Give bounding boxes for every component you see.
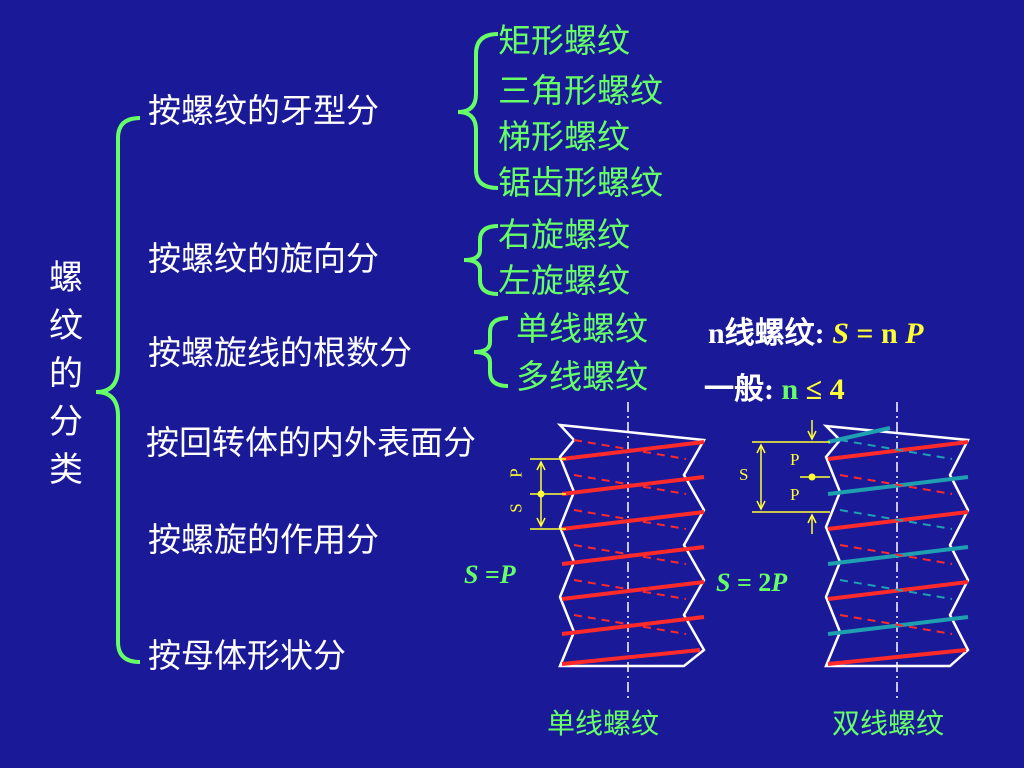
category-direction: 按螺纹的旋向分: [148, 239, 379, 278]
item-trapezoidal-thread: 梯形螺纹: [498, 117, 630, 156]
category-base-shape: 按母体形状分: [148, 636, 346, 675]
item-buttress-thread: 锯齿形螺纹: [498, 163, 663, 202]
formula-general: 一般: n ≤ 4: [704, 364, 845, 408]
double-relation-P: P: [771, 568, 788, 597]
root-char: 螺: [49, 258, 83, 298]
double-dim-P2: P: [790, 485, 800, 504]
double-relation: S = 2P: [716, 568, 787, 598]
brace-thread-count: [473, 316, 509, 388]
double-thread-profile: [822, 424, 970, 668]
single-caption: 单线螺纹: [547, 707, 660, 740]
category-surface: 按回转体的内外表面分: [146, 423, 476, 462]
category-tooth-profile: 按螺纹的牙型分: [148, 91, 379, 130]
formula-multi-start: n线螺纹: S = n P: [708, 308, 923, 352]
single-relation-S: S: [464, 560, 479, 589]
single-relation: S =P: [464, 560, 516, 590]
item-right-hand-thread: 右旋螺纹: [498, 215, 630, 254]
brace-direction: [463, 224, 499, 296]
single-thread-figure: [530, 402, 707, 700]
double-relation-eq: = 2: [736, 568, 772, 597]
main-brace: [95, 116, 141, 664]
single-relation-eq: =: [484, 560, 500, 589]
double-thread-figure: [752, 402, 970, 700]
formula-general-value: 4: [829, 373, 845, 406]
formula-general-n: n: [781, 373, 799, 406]
double-relation-S: S: [716, 568, 731, 597]
single-relation-P: P: [499, 560, 516, 589]
brace-tooth-profile: [457, 32, 499, 190]
root-char: 纹: [49, 306, 83, 346]
root-char: 类: [49, 450, 83, 490]
item-single-start-thread: 单线螺纹: [516, 309, 648, 348]
double-dim-P1: P: [790, 450, 800, 469]
formula-multi-S: S: [832, 317, 849, 350]
single-dim-P: P: [506, 468, 526, 478]
single-dim-S: S: [506, 503, 526, 513]
item-rectangular-thread: 矩形螺纹: [498, 21, 630, 60]
double-dim-S: S: [739, 465, 749, 484]
root-char: 的: [49, 354, 83, 394]
item-multi-start-thread: 多线螺纹: [516, 357, 648, 396]
category-function: 按螺旋的作用分: [148, 520, 379, 559]
formula-general-le: ≤: [805, 373, 823, 406]
root-char: 分: [49, 402, 83, 442]
formula-general-prefix: 一般:: [704, 373, 774, 406]
root-label: 螺 纹 的 分 类: [46, 254, 86, 494]
formula-multi-P: P: [905, 317, 924, 350]
formula-multi-eq: = n: [856, 317, 898, 350]
item-left-hand-thread: 左旋螺纹: [498, 261, 630, 300]
category-thread-count: 按螺旋线的根数分: [148, 333, 412, 372]
formula-multi-prefix: n线螺纹:: [708, 317, 825, 350]
single-thread-profile: [556, 423, 707, 668]
item-triangular-thread: 三角形螺纹: [498, 71, 663, 110]
double-caption: 双线螺纹: [832, 707, 945, 740]
